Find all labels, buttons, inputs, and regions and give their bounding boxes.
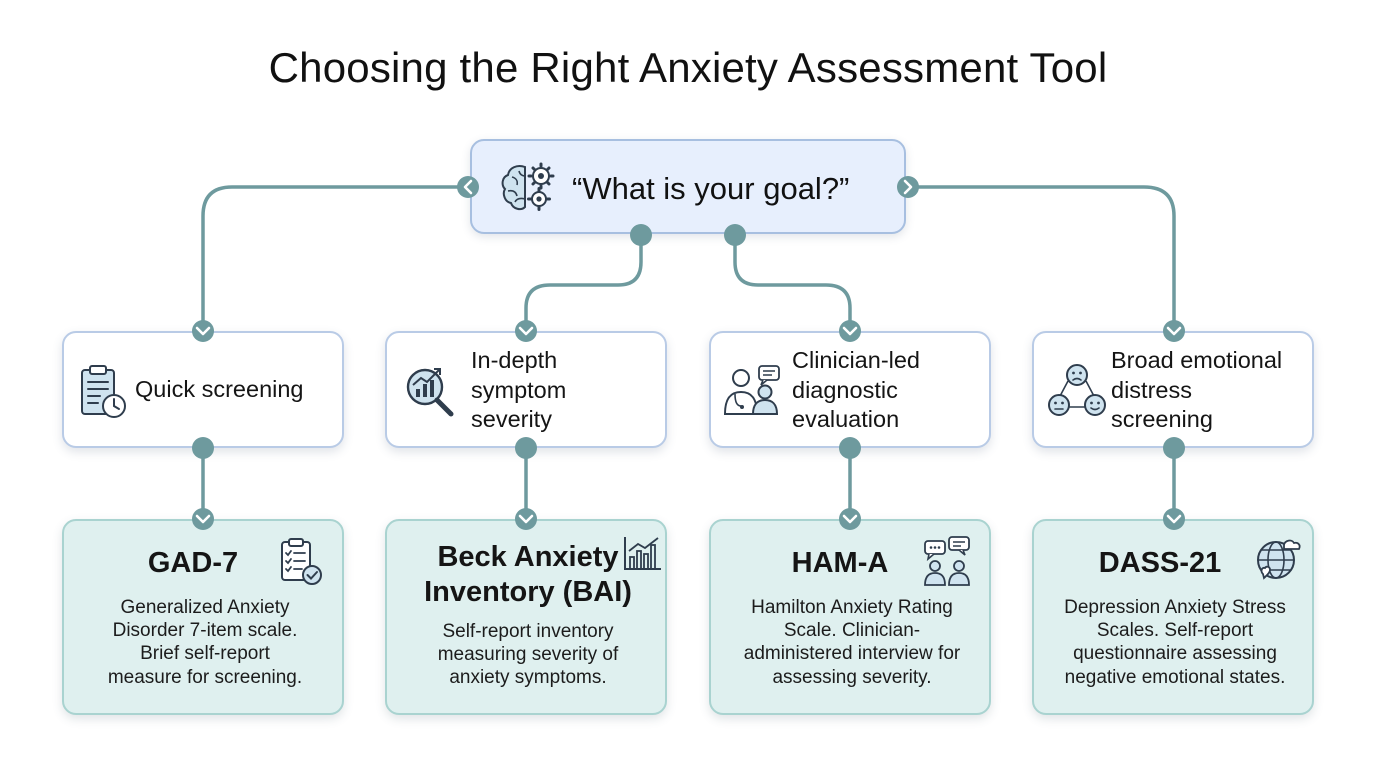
goal-node-broad-distress: Broad emotional distress screening [1032, 331, 1314, 448]
interview-chat-icon [924, 536, 970, 586]
globe-heart-icon [1257, 539, 1301, 580]
chevron-down-icon [839, 320, 861, 342]
goal-label: Clinician-led diagnostic evaluation [792, 347, 920, 432]
connector-dot [192, 437, 214, 459]
bar-chart-icon [624, 537, 661, 570]
diagram-title: Choosing the Right Anxiety Assessment To… [268, 44, 1108, 91]
connector-root-goal-2 [524, 233, 643, 333]
tool-description: Depression Anxiety Stress Scales. Self-r… [1064, 597, 1286, 688]
connector-root-goal-1 [201, 185, 470, 333]
goal-label: In-depth symptom severity [471, 347, 567, 432]
tool-node-bai: Beck Anxiety Inventory (BAI) Self-report… [385, 519, 667, 715]
tool-name: DASS-21 [1098, 547, 1222, 579]
checklist-icon [281, 538, 322, 585]
goal-label: Quick screening [135, 376, 304, 402]
root-question-text: “What is your goal?” [572, 171, 850, 206]
chevron-down-icon [515, 508, 537, 530]
tool-name: Beck Anxiety Inventory (BAI) [424, 541, 632, 608]
goal-node-quick-screening: Quick screening [62, 331, 344, 448]
chevron-down-icon [839, 508, 861, 530]
tool-name: HAM-A [791, 547, 889, 579]
chevron-right-icon [897, 176, 919, 198]
connector-dot [630, 224, 652, 246]
clinician-patient-icon [723, 365, 780, 415]
tool-node-gad-7: GAD-7 Generalized Anxiety Disorder 7-ite… [62, 519, 344, 715]
connector-dot [1163, 437, 1185, 459]
connector-dot [515, 437, 537, 459]
tool-node-dass-21: DASS-21 Depression Anxiety Stress Scales… [1032, 519, 1314, 715]
chevron-down-icon [192, 508, 214, 530]
chevron-left-icon [457, 176, 479, 198]
tool-description: Hamilton Anxiety Rating Scale. Clinician… [743, 597, 961, 688]
chevron-down-icon [515, 320, 537, 342]
magnifier-chart-icon [406, 368, 454, 417]
clipboard-clock-icon [81, 365, 126, 418]
tool-description: Self-report inventory measuring severity… [437, 621, 619, 689]
chevron-down-icon [1163, 320, 1185, 342]
tool-name: GAD-7 [147, 547, 239, 579]
connector-dot [724, 224, 746, 246]
goal-label: Broad emotional distress screening [1111, 347, 1283, 432]
emotion-faces-icon [1048, 364, 1106, 416]
tool-description: Generalized Anxiety Disorder 7-item scal… [107, 597, 303, 688]
root-question-node: “What is your goal?” [470, 139, 906, 234]
brain-gears-icon [501, 162, 555, 211]
connector-root-goal-4 [906, 185, 1176, 333]
chevron-down-icon [1163, 508, 1185, 530]
goal-node-clinician-led: Clinician-led diagnostic evaluation [709, 331, 991, 448]
tool-node-ham-a: HAM-A Hamilton Anxiety Rating Scale. Cli… [709, 519, 991, 715]
connector-dot [839, 437, 861, 459]
connector-root-goal-3 [733, 233, 852, 333]
chevron-down-icon [192, 320, 214, 342]
